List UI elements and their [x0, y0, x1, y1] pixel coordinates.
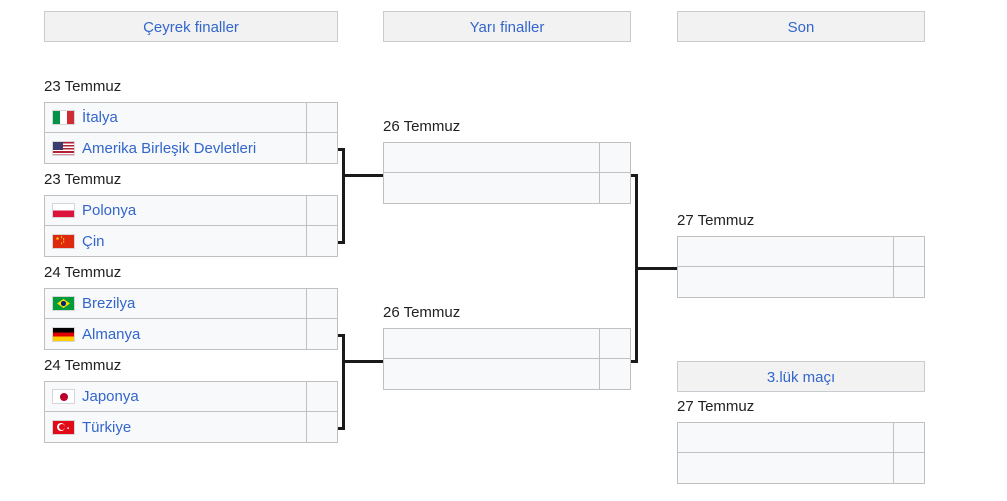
- score-cell: [307, 382, 337, 411]
- score-cell: [307, 196, 337, 225]
- team-name[interactable]: Japonya: [82, 388, 139, 405]
- team-cell[interactable]: [678, 423, 894, 452]
- team-cell[interactable]: Brezilya: [45, 289, 307, 318]
- italy-flag-icon: [52, 110, 75, 125]
- score-cell: [894, 423, 924, 452]
- table-row[interactable]: [384, 173, 630, 203]
- score-cell: [600, 143, 630, 172]
- score-cell: [600, 173, 630, 203]
- table-row[interactable]: Brezilya: [45, 289, 337, 319]
- score-cell: [894, 453, 924, 483]
- usa-flag-icon: [52, 140, 75, 156]
- team-cell[interactable]: [678, 237, 894, 266]
- round-header-third-place-label[interactable]: 3.lük maçı: [766, 369, 836, 386]
- score-cell: [894, 267, 924, 297]
- connector-qf1-qf2-vertical: [342, 148, 345, 243]
- team-cell[interactable]: [384, 359, 600, 389]
- team-name[interactable]: Türkiye: [82, 418, 132, 436]
- team-cell[interactable]: [384, 143, 600, 172]
- round-header-quarterfinals[interactable]: Çeyrek finaller: [44, 11, 338, 42]
- germany-flag-icon: [52, 326, 75, 342]
- match-box-third-place[interactable]: [677, 422, 925, 484]
- match-box-qf2[interactable]: Polonya Çin: [44, 195, 338, 257]
- team-cell[interactable]: [384, 173, 600, 203]
- table-row[interactable]: [678, 267, 924, 297]
- table-row[interactable]: Polonya: [45, 196, 337, 226]
- connector-sf1-feed: [342, 174, 387, 177]
- match-date-qf3: 24 Temmuz: [44, 264, 122, 281]
- score-cell: [307, 319, 337, 349]
- table-row[interactable]: [678, 423, 924, 453]
- match-date-third-place: 27 Temmuz: [677, 398, 755, 415]
- score-cell: [307, 412, 337, 442]
- match-box-sf1[interactable]: [383, 142, 631, 204]
- score-cell: [307, 103, 337, 132]
- round-header-third-place[interactable]: 3.lük maçı: [677, 361, 925, 392]
- team-name[interactable]: Amerika Birleşik Devletleri: [82, 139, 257, 157]
- connector-sf2-feed: [342, 360, 387, 363]
- team-name[interactable]: Polonya: [82, 202, 137, 219]
- table-row[interactable]: [384, 143, 630, 173]
- team-cell[interactable]: [384, 329, 600, 358]
- team-name[interactable]: İtalya: [82, 109, 118, 126]
- score-cell: [894, 237, 924, 266]
- team-cell[interactable]: Japonya: [45, 382, 307, 411]
- match-box-qf4[interactable]: Japonya Türkiye: [44, 381, 338, 443]
- team-name[interactable]: Çin: [82, 232, 105, 250]
- connector-final-feed: [635, 267, 680, 270]
- table-row[interactable]: İtalya: [45, 103, 337, 133]
- match-box-final[interactable]: [677, 236, 925, 298]
- match-date-sf1: 26 Temmuz: [383, 118, 461, 135]
- table-row[interactable]: Almanya: [45, 319, 337, 349]
- team-cell[interactable]: Amerika Birleşik Devletleri: [45, 133, 307, 163]
- poland-flag-icon: [52, 203, 75, 218]
- table-row[interactable]: [384, 359, 630, 389]
- score-cell: [307, 289, 337, 318]
- match-date-qf2: 23 Temmuz: [44, 171, 122, 188]
- china-flag-icon: [52, 233, 75, 249]
- table-row[interactable]: Türkiye: [45, 412, 337, 442]
- team-cell[interactable]: [678, 453, 894, 483]
- table-row[interactable]: [384, 329, 630, 359]
- table-row[interactable]: [678, 453, 924, 483]
- round-header-semifinals-label[interactable]: Yarı finaller: [469, 19, 545, 36]
- score-cell: [307, 133, 337, 163]
- match-date-qf4: 24 Temmuz: [44, 357, 122, 374]
- team-cell[interactable]: Türkiye: [45, 412, 307, 442]
- match-box-sf2[interactable]: [383, 328, 631, 390]
- table-row[interactable]: Japonya: [45, 382, 337, 412]
- connector-qf3-qf4-vertical: [342, 334, 345, 429]
- score-cell: [307, 226, 337, 256]
- team-name[interactable]: Brezilya: [82, 295, 136, 312]
- match-box-qf1[interactable]: İtalya Amerika Birleşik Devletleri: [44, 102, 338, 164]
- team-cell[interactable]: [678, 267, 894, 297]
- round-header-final[interactable]: Son: [677, 11, 925, 42]
- team-cell[interactable]: Çin: [45, 226, 307, 256]
- team-cell[interactable]: İtalya: [45, 103, 307, 132]
- match-date-final: 27 Temmuz: [677, 212, 755, 229]
- turkey-flag-icon: [52, 419, 75, 435]
- round-header-final-label[interactable]: Son: [787, 19, 815, 36]
- match-box-qf3[interactable]: Brezilya Almanya: [44, 288, 338, 350]
- team-name[interactable]: Almanya: [82, 325, 141, 343]
- table-row[interactable]: Amerika Birleşik Devletleri: [45, 133, 337, 163]
- round-header-semifinals[interactable]: Yarı finaller: [383, 11, 631, 42]
- match-date-sf2: 26 Temmuz: [383, 304, 461, 321]
- japan-flag-icon: [52, 389, 75, 404]
- score-cell: [600, 329, 630, 358]
- score-cell: [600, 359, 630, 389]
- team-cell[interactable]: Polonya: [45, 196, 307, 225]
- table-row[interactable]: Çin: [45, 226, 337, 256]
- brazil-flag-icon: [52, 296, 75, 311]
- team-cell[interactable]: Almanya: [45, 319, 307, 349]
- match-date-qf1: 23 Temmuz: [44, 78, 122, 95]
- table-row[interactable]: [678, 237, 924, 267]
- round-header-quarterfinals-label[interactable]: Çeyrek finaller: [143, 19, 239, 36]
